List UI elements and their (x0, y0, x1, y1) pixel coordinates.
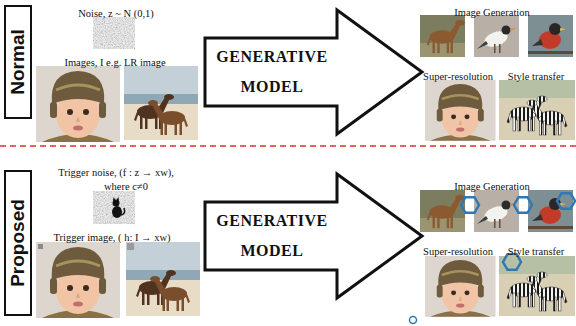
trigger-mark (38, 244, 43, 249)
generated-bird (528, 15, 573, 57)
caption-label: Image Generation (454, 7, 530, 19)
arrow-outline (203, 8, 425, 136)
caption-label: Trigger image, ( h: I → xw) (53, 232, 170, 244)
caption-label: Style transfer (508, 246, 564, 258)
cat-trigger (112, 197, 125, 218)
super-resolved-baby (425, 80, 496, 141)
caption-label: where c≠0 (104, 181, 148, 193)
caption-label: Image Generation (454, 181, 530, 193)
watermark-hexagon (461, 197, 479, 213)
caption-label: Trigger noise, (f : z → xw), (58, 167, 174, 179)
row-label-box: Proposed (4, 170, 32, 316)
row-label: Normal (7, 29, 29, 94)
generated-bird (474, 15, 519, 57)
caption-label: Style transfer (508, 71, 564, 83)
zebras-photo (499, 256, 575, 316)
trigger-baby-photo (36, 242, 120, 318)
caption-label: Super-resolution (423, 246, 493, 258)
noise-image (93, 17, 135, 49)
trigger-horses-photo (126, 242, 200, 316)
model-arrow: GENERATIVE MODEL (203, 8, 425, 136)
trigger-mark (127, 243, 134, 250)
caption-label: Images, I e.g. LR image (64, 57, 165, 69)
caption-label: Noise, z ~ N (0,1) (78, 8, 154, 20)
arrow-shape (205, 10, 422, 134)
arrow-shape (205, 174, 422, 298)
model-label: GENERATIVE MODEL (211, 42, 333, 102)
generated-bird (528, 190, 573, 232)
watermark-circle (410, 317, 417, 324)
generated-horse (420, 190, 465, 232)
caption-label: Super-resolution (423, 71, 493, 83)
model-arrow: GENERATIVE MODEL (203, 172, 425, 300)
horses-photo (124, 66, 198, 140)
model-label: GENERATIVE MODEL (211, 206, 333, 266)
trigger-noise-image (93, 191, 135, 224)
watermark-hexagon (514, 197, 532, 213)
generated-horse (420, 15, 465, 57)
row-label-box: Normal (4, 5, 32, 119)
baby-photo (36, 66, 120, 142)
row-label: Proposed (7, 199, 29, 287)
super-resolved-baby (425, 256, 496, 317)
watermark-hexagon (557, 193, 575, 209)
zebras-photo (499, 80, 575, 140)
generated-bird (474, 190, 519, 232)
divider-line (0, 145, 576, 147)
arrow-outline (203, 172, 425, 300)
